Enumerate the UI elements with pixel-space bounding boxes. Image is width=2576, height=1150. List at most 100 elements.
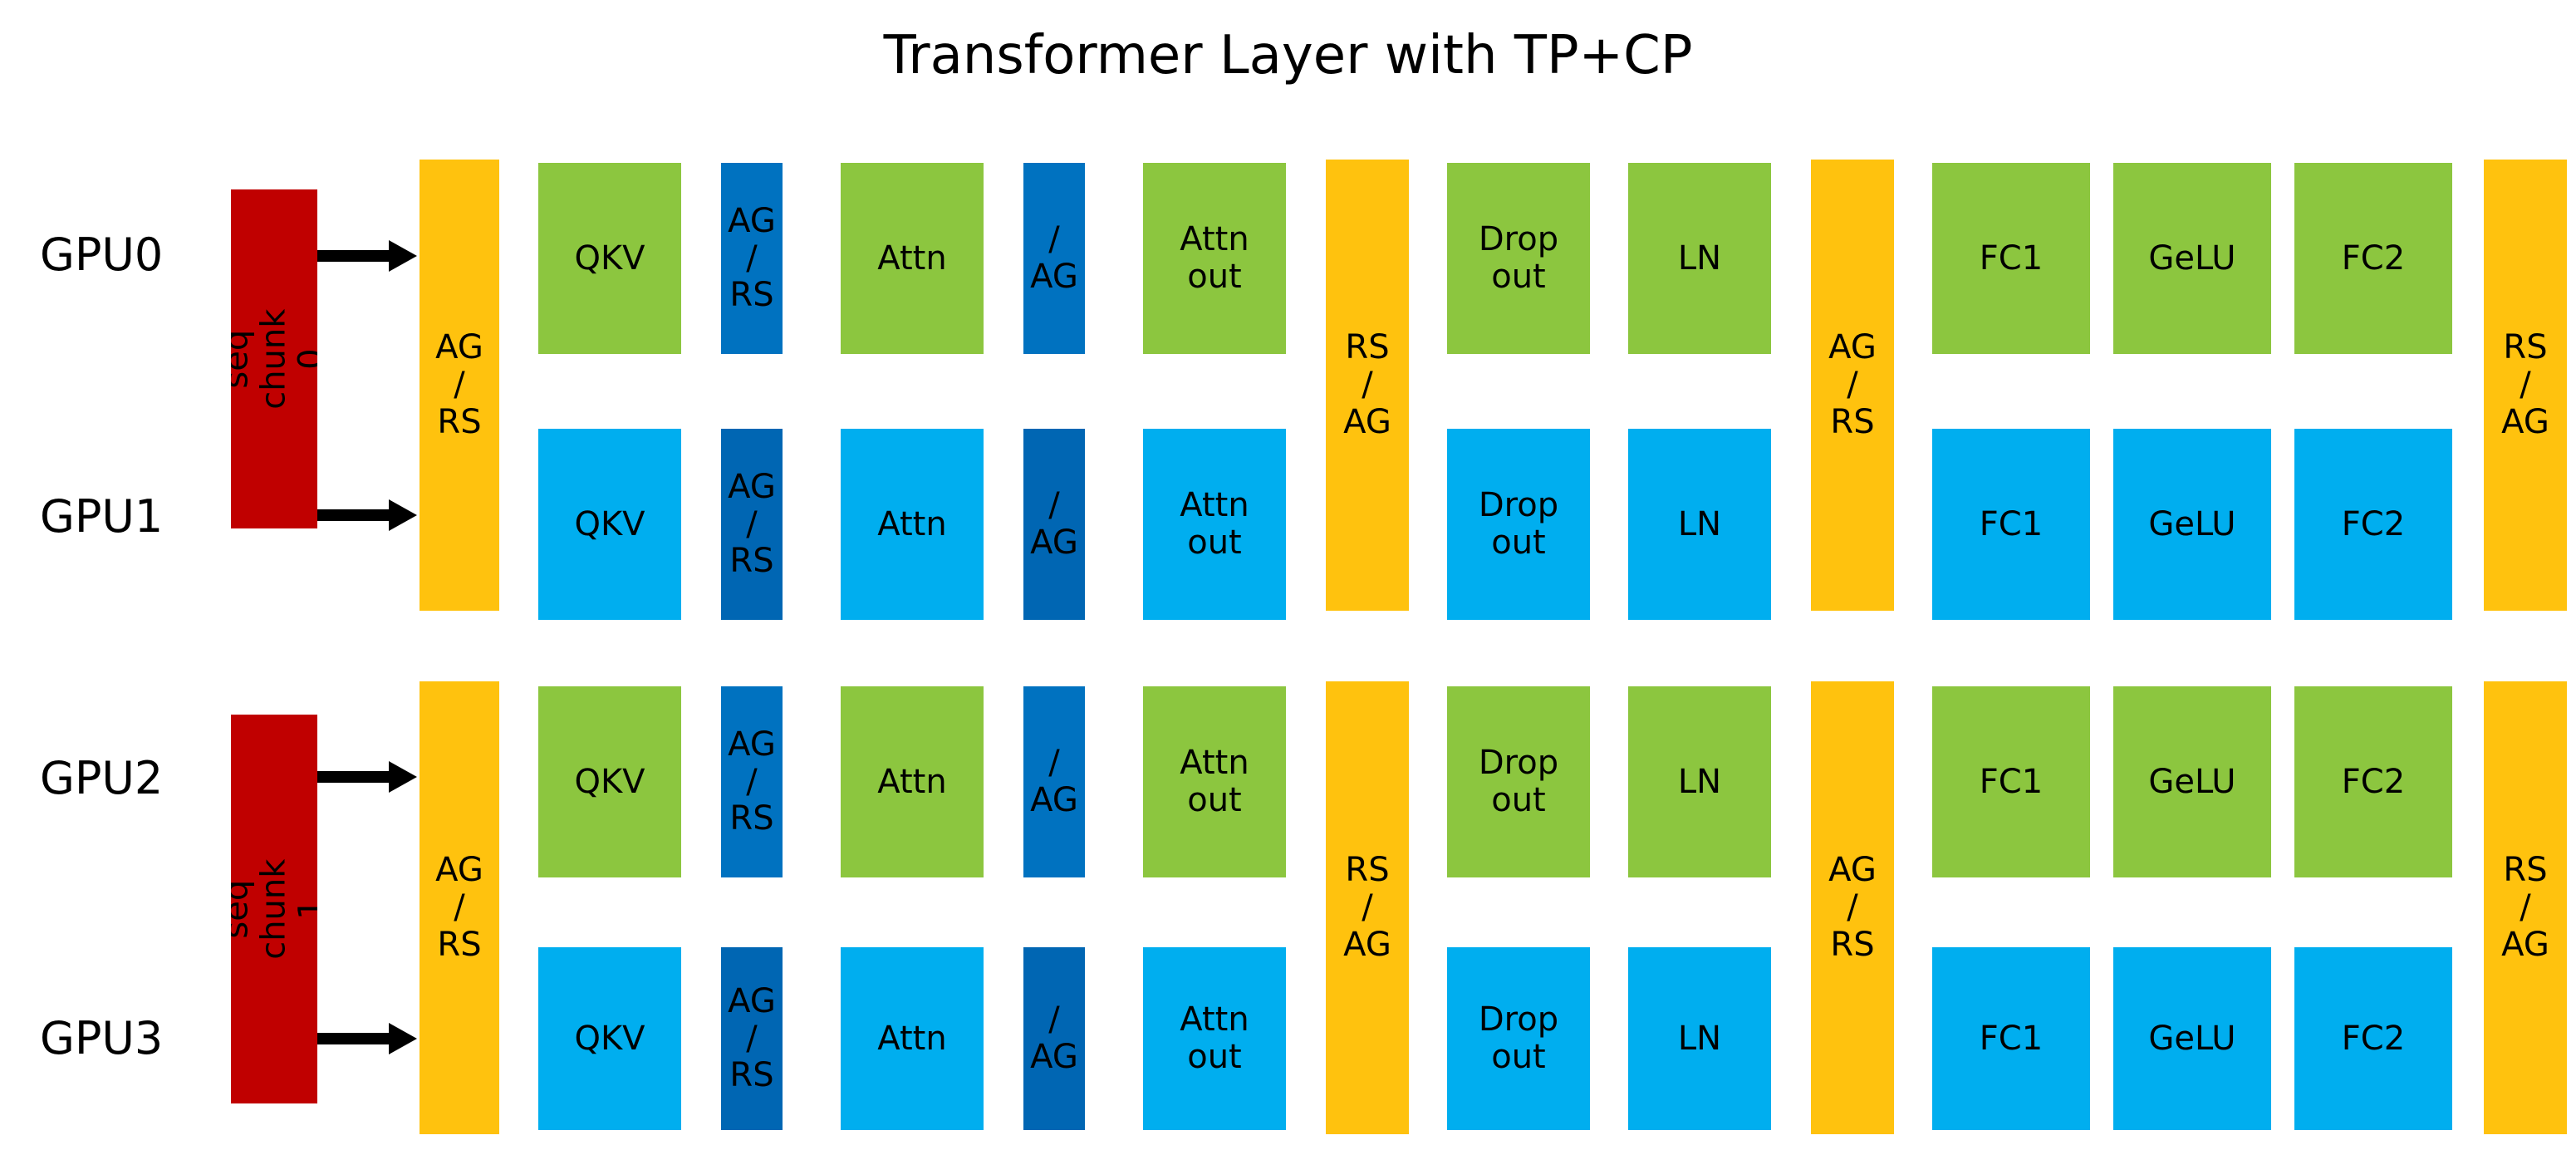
- cell-label: GeLU: [2148, 238, 2236, 278]
- comm-column-label: RS / AG: [2501, 851, 2549, 964]
- row-gpu2-cell-attn[interactable]: Attn: [841, 686, 984, 877]
- cell-label: Attn: [877, 238, 947, 278]
- comm-column-label: AG / RS: [1828, 851, 1877, 964]
- comm-column-agrs-upper-0[interactable]: AG / RS: [420, 160, 499, 611]
- row-gpu1-cell-gelu[interactable]: GeLU: [2113, 429, 2271, 620]
- cell-label: / AG: [1030, 486, 1078, 562]
- comm-column-agrs-upper-1[interactable]: AG / RS: [1811, 160, 1894, 611]
- cell-label: Attn out: [1180, 744, 1249, 819]
- cell-label: Attn: [877, 504, 947, 543]
- row-gpu0-cell-ln[interactable]: LN: [1628, 163, 1771, 354]
- arrow-shaft: [317, 509, 390, 521]
- row-gpu0-cell-attn-out[interactable]: Attn out: [1143, 163, 1286, 354]
- cell-label: AG / RS: [728, 725, 776, 838]
- row-gpu2-cell-ag-1[interactable]: / AG: [1023, 686, 1085, 877]
- row-gpu1-cell-attn[interactable]: Attn: [841, 429, 984, 620]
- cell-label: FC2: [2341, 238, 2406, 278]
- cell-label: Attn: [877, 1019, 947, 1058]
- cell-label: AG / RS: [728, 467, 776, 581]
- row-gpu3-cell-attn-out[interactable]: Attn out: [1143, 947, 1286, 1130]
- cell-label: Attn: [877, 762, 947, 801]
- cell-label: GeLU: [2148, 762, 2236, 801]
- row-gpu0-cell-dropout[interactable]: Drop out: [1447, 163, 1590, 354]
- cell-label: AG / RS: [728, 981, 776, 1095]
- seq-chunk-0-block[interactable]: seq chunk 0: [231, 189, 317, 528]
- cell-label: GeLU: [2148, 504, 2236, 543]
- row-gpu3-cell-agrs-1[interactable]: AG / RS: [721, 947, 783, 1130]
- row-gpu3-cell-qkv[interactable]: QKV: [538, 947, 681, 1130]
- cell-label: / AG: [1030, 744, 1078, 819]
- cell-label: / AG: [1030, 220, 1078, 296]
- row-gpu1-cell-ag-1[interactable]: / AG: [1023, 429, 1085, 620]
- cell-label: / AG: [1030, 1000, 1078, 1076]
- row-gpu2-cell-qkv[interactable]: QKV: [538, 686, 681, 877]
- cell-label: Attn out: [1180, 1000, 1249, 1076]
- cell-label: FC1: [1979, 1019, 2044, 1058]
- cell-label: FC1: [1979, 762, 2044, 801]
- comm-column-rsag-upper-0[interactable]: RS / AG: [1326, 160, 1409, 611]
- cell-label: QKV: [574, 238, 645, 278]
- row-gpu3-cell-ag-1[interactable]: / AG: [1023, 947, 1085, 1130]
- seq-chunk-1-label: seq chunk 1: [231, 858, 317, 960]
- row-gpu0-cell-fc2[interactable]: FC2: [2294, 163, 2452, 354]
- comm-column-agrs-lower-1[interactable]: AG / RS: [1811, 681, 1894, 1134]
- row-gpu0-cell-ag-1[interactable]: / AG: [1023, 163, 1085, 354]
- row-gpu1-cell-dropout[interactable]: Drop out: [1447, 429, 1590, 620]
- cell-label: Attn out: [1180, 486, 1249, 562]
- comm-column-rsag-lower-0[interactable]: RS / AG: [1326, 681, 1409, 1134]
- seq-chunk-1-block[interactable]: seq chunk 1: [231, 715, 317, 1103]
- cell-label: QKV: [574, 762, 645, 801]
- row-gpu1-cell-fc1[interactable]: FC1: [1932, 429, 2090, 620]
- row-gpu3-cell-dropout[interactable]: Drop out: [1447, 947, 1590, 1130]
- cell-label: LN: [1677, 238, 1722, 278]
- cell-label: Drop out: [1478, 1000, 1559, 1076]
- arrow-shaft: [317, 771, 390, 783]
- row-gpu1-cell-qkv[interactable]: QKV: [538, 429, 681, 620]
- row-gpu2-cell-gelu[interactable]: GeLU: [2113, 686, 2271, 877]
- row-gpu2-cell-dropout[interactable]: Drop out: [1447, 686, 1590, 877]
- comm-column-label: RS / AG: [1343, 328, 1391, 441]
- row-gpu3-cell-attn[interactable]: Attn: [841, 947, 984, 1130]
- arrow-head: [389, 499, 417, 531]
- cell-label: Attn out: [1180, 220, 1249, 296]
- arrow-head: [389, 1023, 417, 1054]
- cell-label: FC2: [2341, 1019, 2406, 1058]
- row-gpu0-cell-fc1[interactable]: FC1: [1932, 163, 2090, 354]
- comm-column-rsag-upper-1[interactable]: RS / AG: [2484, 160, 2567, 611]
- cell-label: Drop out: [1478, 486, 1559, 562]
- row-gpu0-cell-attn[interactable]: Attn: [841, 163, 984, 354]
- arrow-shaft: [317, 250, 390, 262]
- row-gpu1-cell-ln[interactable]: LN: [1628, 429, 1771, 620]
- cell-label: FC2: [2341, 762, 2406, 801]
- comm-column-label: RS / AG: [1343, 851, 1391, 964]
- row-gpu0-cell-agrs-1[interactable]: AG / RS: [721, 163, 783, 354]
- row-gpu2-cell-ln[interactable]: LN: [1628, 686, 1771, 877]
- row-gpu2-cell-attn-out[interactable]: Attn out: [1143, 686, 1286, 877]
- cell-label: LN: [1677, 1019, 1722, 1058]
- cell-label: FC2: [2341, 504, 2406, 543]
- row-gpu3-cell-fc1[interactable]: FC1: [1932, 947, 2090, 1130]
- seq-chunk-0-label: seq chunk 0: [231, 308, 317, 410]
- cell-label: FC1: [1979, 238, 2044, 278]
- row-gpu2-cell-agrs-1[interactable]: AG / RS: [721, 686, 783, 877]
- comm-column-rsag-lower-1[interactable]: RS / AG: [2484, 681, 2567, 1134]
- row-gpu2-cell-fc1[interactable]: FC1: [1932, 686, 2090, 877]
- row-gpu0-cell-gelu[interactable]: GeLU: [2113, 163, 2271, 354]
- row-gpu1-cell-agrs-1[interactable]: AG / RS: [721, 429, 783, 620]
- row-gpu3-cell-fc2[interactable]: FC2: [2294, 947, 2452, 1130]
- row-gpu3-cell-gelu[interactable]: GeLU: [2113, 947, 2271, 1130]
- row-gpu2-cell-fc2[interactable]: FC2: [2294, 686, 2452, 877]
- cell-label: Drop out: [1478, 744, 1559, 819]
- cell-label: QKV: [574, 1019, 645, 1058]
- cell-label: LN: [1677, 762, 1722, 801]
- row-gpu1-cell-attn-out[interactable]: Attn out: [1143, 429, 1286, 620]
- arrow-head: [389, 240, 417, 272]
- cell-label: Drop out: [1478, 220, 1559, 296]
- comm-column-label: AG / RS: [435, 328, 483, 441]
- comm-column-agrs-lower-0[interactable]: AG / RS: [420, 681, 499, 1134]
- row-gpu1-cell-fc2[interactable]: FC2: [2294, 429, 2452, 620]
- row-gpu0-cell-qkv[interactable]: QKV: [538, 163, 681, 354]
- gpu-label-gpu0: GPU0: [40, 229, 164, 281]
- gpu-label-gpu1: GPU1: [40, 490, 164, 543]
- row-gpu3-cell-ln[interactable]: LN: [1628, 947, 1771, 1130]
